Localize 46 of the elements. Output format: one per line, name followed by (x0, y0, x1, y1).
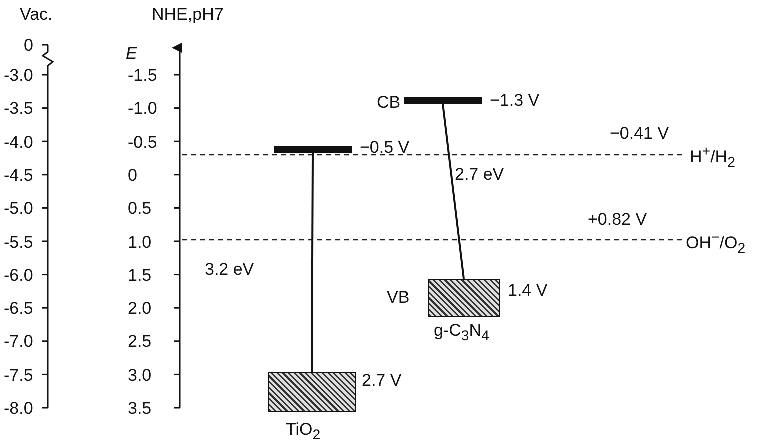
edge-label: 3.2 eV (205, 261, 254, 278)
axis-tick-label: 3.0 (128, 366, 152, 384)
value-label: −1.3 V (490, 92, 540, 109)
value-label: g-C$_{3}$N$_{4}$ (434, 322, 490, 344)
axis-tick-label: 0 (128, 166, 138, 184)
axis-tick-label: -8.0 (4, 400, 34, 417)
axis-tick-label: -4.0 (4, 134, 34, 151)
value-label: −0.5 V (360, 139, 410, 156)
value-label: 2.7 V (362, 372, 402, 389)
axis-tick-label: 1.5 (128, 266, 152, 284)
potential-label: +0.82 V (588, 211, 648, 228)
axis-tick-label: -1.0 (128, 100, 158, 118)
value-label: CB (377, 94, 401, 111)
value-label: TiO$_{2}$ (286, 421, 321, 442)
axis-tick-label: 0 (24, 37, 34, 54)
axis-tick-label: -6.5 (4, 300, 34, 318)
axis-tick-label: -7.0 (4, 333, 34, 350)
edge-label: 2.7 eV (455, 166, 504, 183)
axis-tick-label: 3.5 (128, 400, 152, 417)
axis-tick-label: 1.0 (128, 234, 152, 250)
valence-band-box (428, 279, 500, 317)
band-gap-line (442, 104, 465, 280)
scale-label: NHE,pH7 (152, 6, 224, 23)
axis-tick-label: -7.5 (4, 366, 34, 384)
axis-title: E (126, 45, 138, 62)
potential-label: −0.41 V (610, 125, 670, 142)
axis-tick-label: -6.0 (4, 266, 34, 284)
conduction-band-bar (404, 97, 482, 104)
axis-tick-label: -1.5 (128, 67, 158, 84)
axis-tick-label: -5.0 (4, 200, 34, 218)
axis-tick-label: -3.0 (4, 67, 34, 84)
axis-tick-label: 0.5 (128, 200, 152, 218)
axis-tick-label: 2.0 (128, 300, 152, 318)
axis-tick-label: -5.5 (4, 234, 34, 250)
redox-couple-label: OH$^{−}$/O$_{2}$ (686, 231, 746, 256)
value-label: VB (387, 289, 410, 306)
valence-band-box (268, 372, 356, 412)
value-label: 1.4 V (508, 282, 548, 299)
redox-couple-label: H$^{+}$/H$_{2}$ (690, 145, 736, 170)
axis-tick-label: 2.5 (128, 333, 152, 350)
axis-tick-label: -0.5 (128, 134, 158, 151)
scale-label: Vac. (20, 6, 53, 23)
conduction-band-bar (274, 146, 352, 153)
axis-tick-label: -4.5 (4, 166, 34, 184)
band-gap-line (311, 153, 314, 372)
axis-tick-label: -3.5 (4, 100, 34, 118)
